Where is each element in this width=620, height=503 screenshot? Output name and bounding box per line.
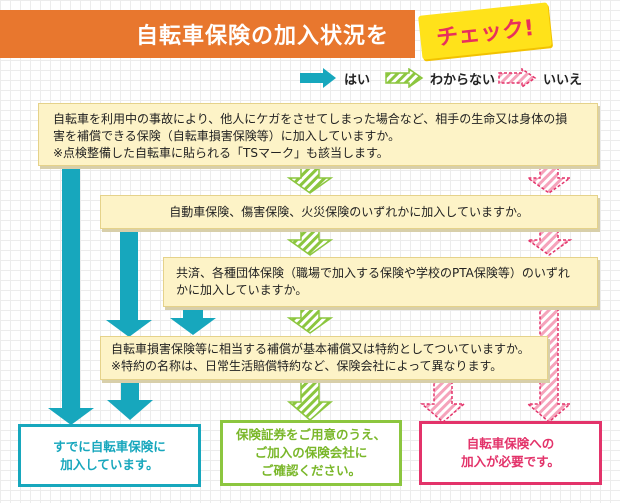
no-arrow-q3 (525, 305, 573, 423)
result-enrolled-line2: 加入しています。 (60, 456, 159, 472)
legend-yes: はい (298, 68, 370, 88)
unknown-arrow-q4 (286, 378, 334, 421)
yes-arrow-icon (300, 68, 336, 88)
result-check-policy-line2: ご加入の保険会社に (254, 445, 368, 460)
result-need-enroll-line1: 自転車保険への (466, 436, 555, 451)
no-arrow-q4 (419, 378, 467, 423)
no-arrow-q2 (525, 227, 573, 256)
result-enrolled-line1: すでに自転車保険に (53, 438, 166, 454)
no-arrow-q1 (525, 164, 573, 194)
legend: はい わからない いいえ (0, 63, 620, 93)
question-2-text: 自動車保険、傷害保険、火災保険のいずれかに加入していますか。 (169, 204, 529, 219)
result-check-policy-line3: ご確認ください。 (260, 463, 361, 478)
question-4-line1: 自転車損害保険等に相当する補償が基本補償又は特約としてついていますか。 (111, 342, 530, 356)
question-3: 共済、各種団体保険（職場で加入する保険や学校のPTA保険等）のいずれ かに加入し… (163, 257, 598, 307)
yes-arrow-q1 (48, 165, 94, 425)
check-badge-label: チェック! (435, 15, 536, 52)
page-title: 自転車保険の加入状況を (135, 24, 389, 49)
question-3-line2: かに加入していますか。 (176, 283, 308, 297)
yes-arrow-q3 (170, 306, 216, 335)
unknown-arrow-icon (385, 68, 424, 88)
question-4: 自転車損害保険等に相当する補償が基本補償又は特約としてついていますか。 ※特約の… (100, 336, 548, 380)
legend-unknown-label: わからない (430, 72, 496, 88)
legend-unknown: わからない (384, 68, 495, 88)
result-check-policy-line1: 保険証券をご用意のうえ、 (235, 427, 386, 442)
result-need-enroll: 自転車保険への 加入が必要です。 (419, 421, 602, 485)
question-1-line1: 自転車を利用中の事故により、他人にケガをさせてしまった場合など、相手の生命又は身… (53, 112, 568, 126)
result-enrolled: すでに自転車保険に 加入しています。 (18, 424, 201, 487)
question-1: 自転車を利用中の事故により、他人にケガをさせてしまった場合など、相手の生命又は身… (38, 103, 598, 166)
unknown-arrow-q1 (286, 164, 334, 194)
result-check-policy: 保険証券をご用意のうえ、 ご加入の保険会社に ご確認ください。 (220, 420, 402, 486)
question-2: 自動車保険、傷害保険、火災保険のいずれかに加入していますか。 (100, 195, 598, 229)
question-1-note: ※点検整備した自転車に貼られる「TSマーク」も該当します。 (53, 146, 389, 160)
legend-no-label: いいえ (543, 72, 583, 88)
question-4-note: ※特約の名称は、日常生活賠償特約など、保険会社によって異なります。 (111, 359, 503, 373)
legend-no: いいえ (497, 68, 582, 88)
legend-yes-label: はい (344, 72, 371, 88)
no-arrow-icon (498, 68, 537, 88)
unknown-arrow-q3 (286, 305, 334, 334)
yes-arrow-q4 (107, 379, 153, 420)
question-1-line2: 害を補償できる保険（自転車損害保険等）に加入していますか。 (53, 129, 401, 143)
page-title-banner: 自転車保険の加入状況を (0, 10, 415, 58)
unknown-arrow-q2 (286, 227, 334, 256)
yes-arrow-q2 (106, 228, 152, 337)
question-3-line1: 共済、各種団体保険（職場で加入する保険や学校のPTA保険等）のいずれ (176, 266, 570, 280)
result-need-enroll-line2: 加入が必要です。 (461, 454, 560, 469)
